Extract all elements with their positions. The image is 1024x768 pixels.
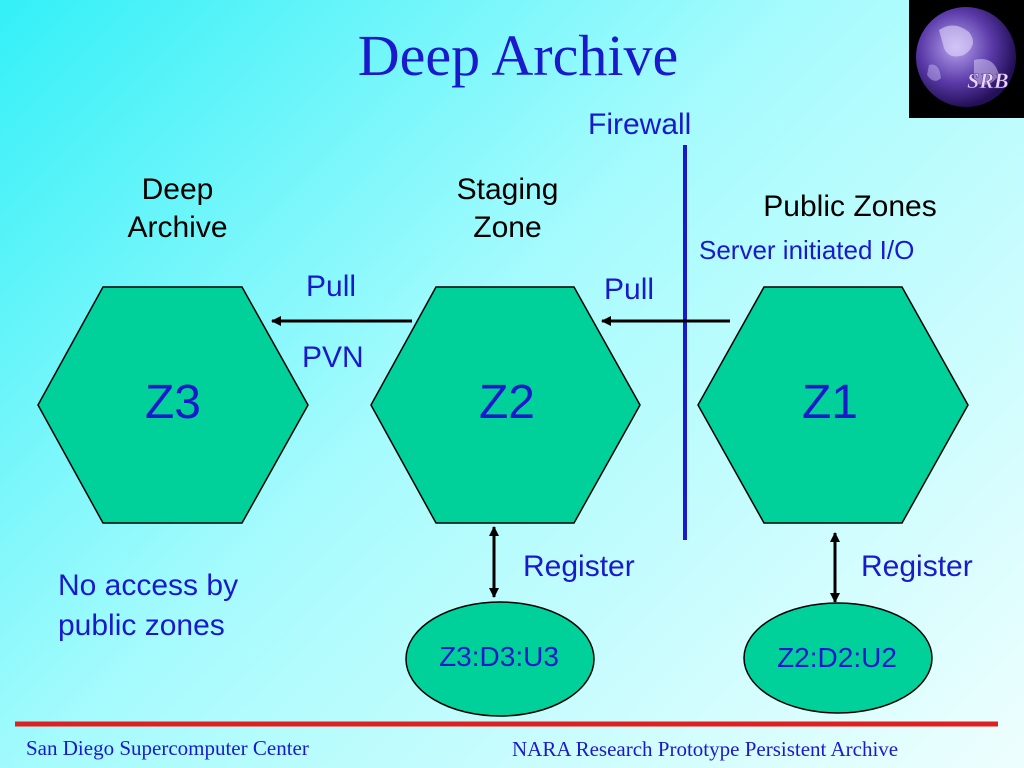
registry-label-right: Z2:D2:U2 xyxy=(777,642,897,673)
page-title: Deep Archive xyxy=(357,23,679,88)
registry-oval-right xyxy=(743,602,933,714)
access-note-line2: public zones xyxy=(58,609,225,642)
logo-text: SRB xyxy=(967,68,1009,93)
node-label-z3: Z3 xyxy=(144,376,201,429)
public-zones-label: Public Zones xyxy=(763,190,937,223)
pull-label-right: Pull xyxy=(604,273,655,306)
registry-oval-left xyxy=(405,601,595,717)
register-label-left: Register xyxy=(523,550,635,583)
footer-right: NARA Research Prototype Persistent Archi… xyxy=(512,737,899,761)
node-label-z2: Z2 xyxy=(478,376,535,429)
footer-left: San Diego Supercomputer Center xyxy=(26,736,309,760)
staging-zone-label: Staging Zone xyxy=(430,171,585,247)
pvn-label: PVN xyxy=(302,341,364,374)
access-note: No access by public zones xyxy=(58,566,238,646)
access-note-line1: No access by xyxy=(58,569,239,602)
node-label-z1: Z1 xyxy=(801,376,858,429)
deep-archive-label: Deep Archive xyxy=(100,171,255,247)
srb-logo: SRB xyxy=(909,0,1024,118)
staging-zone-label-line2: Zone xyxy=(473,211,542,244)
registry-label-left: Z3:D3:U3 xyxy=(439,641,559,672)
pull-label-left: Pull xyxy=(306,270,357,303)
hexagon-z2 xyxy=(370,286,641,524)
staging-zone-label-line1: Staging xyxy=(456,173,559,206)
public-zones-subtitle: Server initiated I/O xyxy=(699,235,915,265)
hexagon-z3 xyxy=(37,286,309,524)
deep-archive-label-line1: Deep xyxy=(141,173,214,206)
deep-archive-label-line2: Archive xyxy=(127,211,228,244)
hexagon-z1 xyxy=(697,286,969,524)
firewall-label: Firewall xyxy=(588,108,692,141)
register-label-right: Register xyxy=(861,550,973,583)
